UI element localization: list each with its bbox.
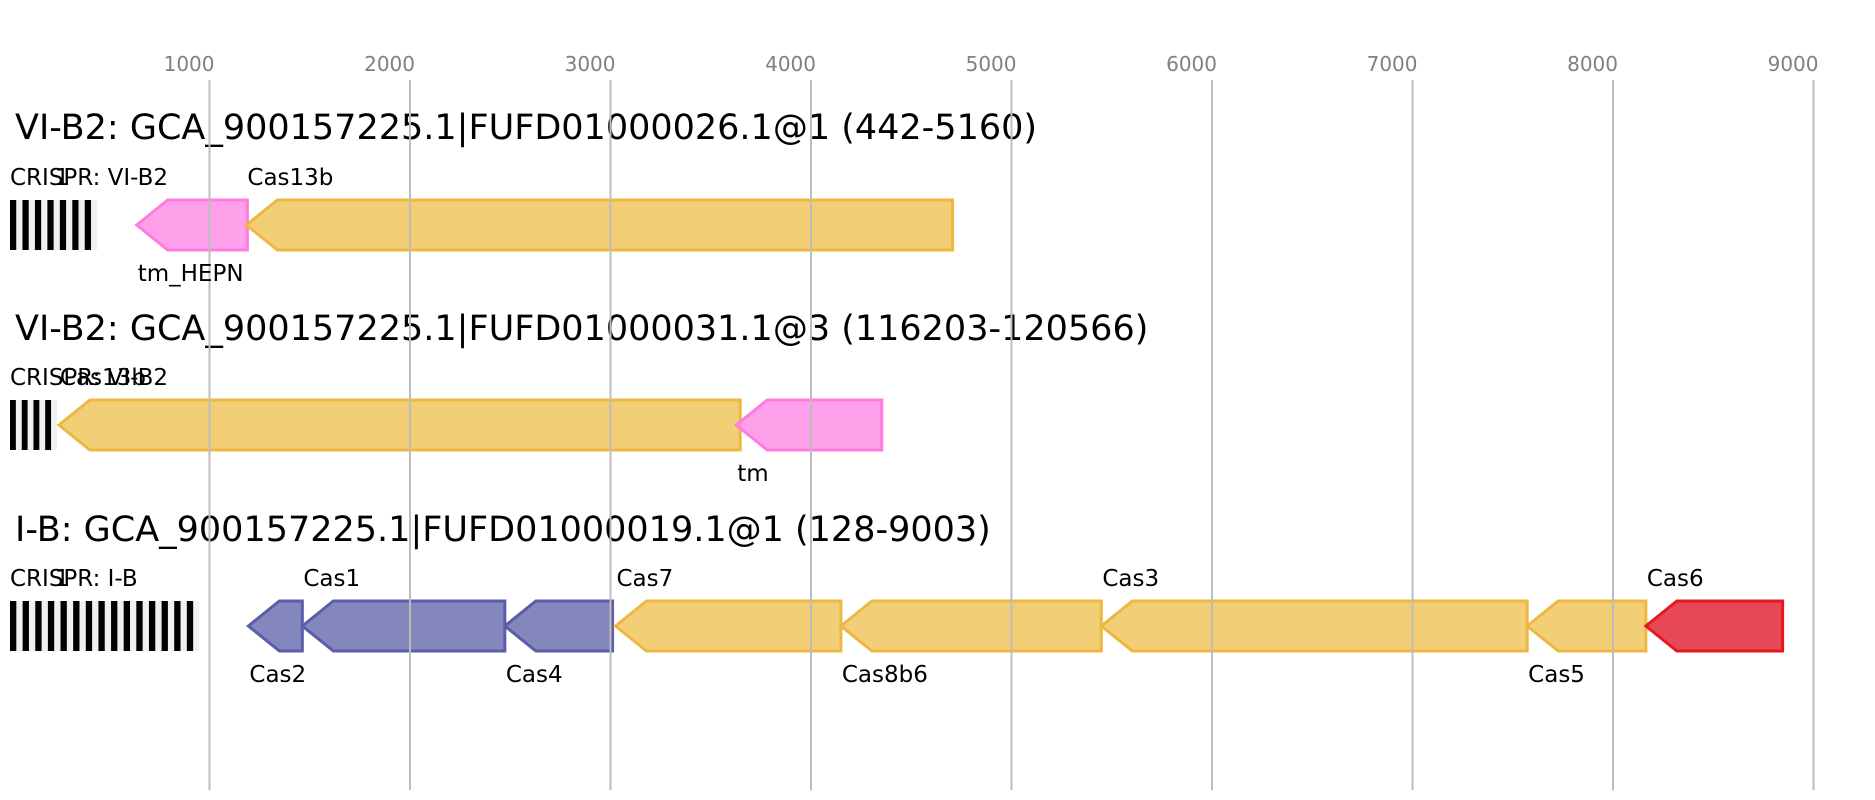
locus-title-2: VI-B2: GCA_900157225.1|FUFD01000031.1@3 … bbox=[15, 309, 1148, 349]
gene-label-cas4: Cas4 bbox=[506, 662, 563, 688]
titles-layer: VI-B2: GCA_900157225.1|FUFD01000026.1@1 … bbox=[15, 108, 1148, 550]
gene-cas7[interactable] bbox=[613, 599, 843, 653]
gene-label-tm: tm bbox=[737, 461, 768, 487]
tick-label-7000: 7000 bbox=[1367, 52, 1418, 76]
crispr-repeat bbox=[73, 601, 80, 651]
gene-cas5[interactable] bbox=[1524, 599, 1648, 653]
crispr-repeat bbox=[59, 200, 67, 250]
locus-title-1: VI-B2: GCA_900157225.1|FUFD01000026.1@1 … bbox=[15, 108, 1037, 148]
crispr-label: CRISPR: VI-B2 bbox=[10, 365, 168, 391]
tick-label-5000: 5000 bbox=[966, 52, 1017, 76]
crispr-array[interactable] bbox=[10, 200, 98, 250]
gene-label-cas2: Cas2 bbox=[249, 662, 306, 688]
tick-label-8000: 8000 bbox=[1567, 52, 1618, 76]
gene-cas13b[interactable] bbox=[56, 398, 742, 452]
crispr-repeat bbox=[98, 601, 105, 651]
crispr-count-label: 1 bbox=[55, 165, 70, 191]
gene-label-cas7: Cas7 bbox=[617, 566, 674, 592]
tick-label-9000: 9000 bbox=[1768, 52, 1819, 76]
grid-layer bbox=[208, 80, 1815, 790]
gene-label-cas8b6: Cas8b6 bbox=[842, 662, 928, 688]
crispr-repeat bbox=[22, 200, 29, 250]
crispr-repeat bbox=[10, 400, 16, 450]
crispr-array[interactable] bbox=[10, 601, 200, 651]
crispr-repeat bbox=[47, 601, 55, 651]
gene-cas4[interactable] bbox=[502, 599, 615, 653]
crispr-repeat bbox=[174, 601, 181, 651]
crispr-repeat bbox=[123, 601, 131, 651]
crispr-repeat bbox=[60, 601, 67, 651]
tick-label-6000: 6000 bbox=[1166, 52, 1217, 76]
tracks-layer bbox=[10, 198, 1785, 653]
gene-tm_hepn[interactable] bbox=[134, 198, 249, 252]
crispr-count-label: 1 bbox=[55, 566, 70, 592]
crispr-repeat bbox=[84, 200, 91, 250]
gene-label-cas5: Cas5 bbox=[1528, 662, 1585, 688]
crispr-label: CRISPR: VI-B2 bbox=[10, 165, 168, 191]
gene-cas3[interactable] bbox=[1098, 599, 1529, 653]
locus-track-1 bbox=[10, 198, 955, 252]
crispr-repeat bbox=[148, 601, 156, 651]
gene-label-cas6: Cas6 bbox=[1647, 566, 1704, 592]
gene-cas1[interactable] bbox=[299, 599, 507, 653]
crispr-repeat bbox=[21, 400, 28, 450]
crispr-repeat bbox=[85, 601, 93, 651]
crispr-repeat bbox=[45, 400, 52, 450]
gene-label-cas1: Cas1 bbox=[303, 566, 360, 592]
crispr-repeat bbox=[22, 601, 29, 651]
gene-cas8b6[interactable] bbox=[838, 599, 1103, 653]
gene-label-tm_hepn: tm_HEPN bbox=[138, 261, 244, 287]
gene-cas6[interactable] bbox=[1643, 599, 1785, 653]
gene-cas2[interactable] bbox=[246, 599, 304, 653]
tick-label-1000: 1000 bbox=[164, 52, 215, 76]
gene-cas13b[interactable] bbox=[244, 198, 955, 252]
gene-label-cas3: Cas3 bbox=[1102, 566, 1159, 592]
labels-layer: 1000 2000 3000 4000 5000 6000 7000 8000 9000CRIS… bbox=[10, 52, 1818, 688]
locus-track-2 bbox=[10, 398, 884, 452]
crispr-repeat bbox=[10, 200, 17, 250]
gene-label-cas13b: Cas13b bbox=[247, 165, 333, 191]
crispr-repeat bbox=[47, 200, 54, 250]
crispr-repeat bbox=[72, 200, 79, 250]
crispr-repeat bbox=[136, 601, 143, 651]
locus-track-3 bbox=[10, 599, 1785, 653]
crispr-repeat bbox=[161, 601, 168, 651]
locus-title-3: I-B: GCA_900157225.1|FUFD01000019.1@1 (1… bbox=[15, 510, 991, 550]
crispr-repeat bbox=[111, 601, 118, 651]
tick-label-3000: 3000 bbox=[565, 52, 616, 76]
gene-label-cas13b: Cas13b bbox=[60, 365, 146, 391]
tick-label-4000: 4000 bbox=[765, 52, 816, 76]
crispr-repeat bbox=[33, 400, 40, 450]
crispr-repeat bbox=[35, 601, 42, 651]
gene-tm[interactable] bbox=[733, 398, 884, 452]
tick-label-2000: 2000 bbox=[364, 52, 415, 76]
crispr-label: CRISPR: I-B bbox=[10, 566, 138, 592]
crispr-array[interactable] bbox=[10, 400, 57, 450]
crispr-repeat bbox=[10, 601, 17, 651]
crispr-repeat bbox=[186, 601, 194, 651]
crispr-repeat bbox=[34, 200, 42, 250]
